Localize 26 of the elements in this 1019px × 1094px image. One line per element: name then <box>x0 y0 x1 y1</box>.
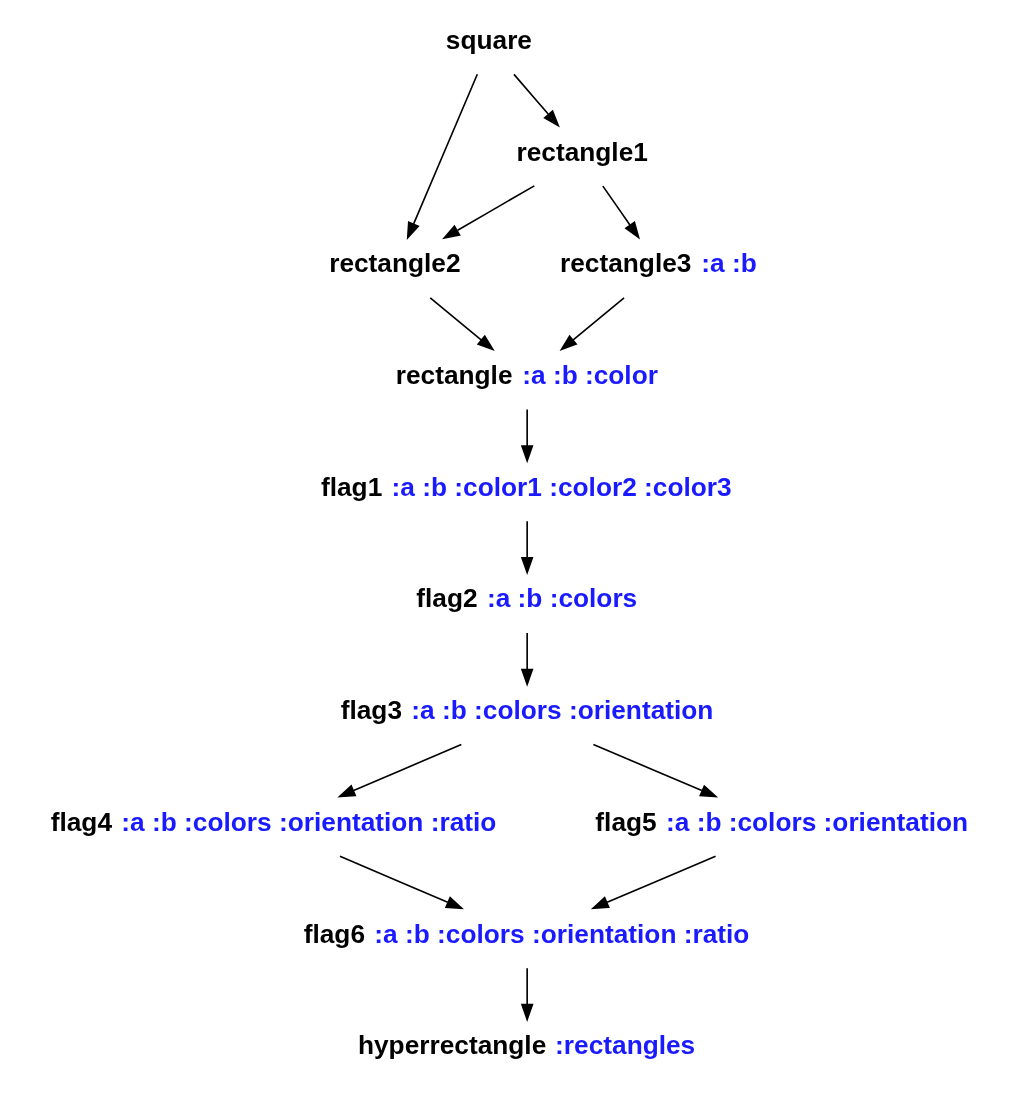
arrow <box>602 185 641 240</box>
node-text: hyperrectangle :rectangles <box>357 1030 696 1061</box>
node-text: flag5 :a :b :colors :orientation <box>595 806 969 837</box>
node-text: rectangle1 <box>516 136 648 167</box>
arrow <box>590 855 717 910</box>
arrow <box>337 743 463 798</box>
node-text: flag6 :a :b :colors :orientation :ratio <box>303 918 750 949</box>
node-text: rectangle2 <box>329 248 461 279</box>
node-text: rectangle :a :b :color <box>395 360 658 391</box>
arrow <box>520 408 534 464</box>
node-text: flag2 :a :b :colors <box>416 583 638 614</box>
node-text: square <box>445 24 532 55</box>
node-text: rectangle3 :a :b <box>560 248 757 279</box>
node-text: flag1 :a :b :color1 :color2 :color3 <box>320 471 732 502</box>
arrow <box>559 297 625 352</box>
arrow <box>406 73 479 241</box>
arrow <box>520 967 534 1022</box>
arrow <box>513 73 560 128</box>
arrow <box>442 185 536 240</box>
arrow <box>429 297 495 352</box>
arrow <box>592 743 719 798</box>
arrow <box>520 632 534 687</box>
arrow <box>339 855 464 910</box>
node-text: flag4 :a :b :colors :orientation :ratio <box>50 806 497 837</box>
node-text: flag3 :a :b :colors :orientation <box>340 695 714 726</box>
arrow <box>520 520 534 576</box>
